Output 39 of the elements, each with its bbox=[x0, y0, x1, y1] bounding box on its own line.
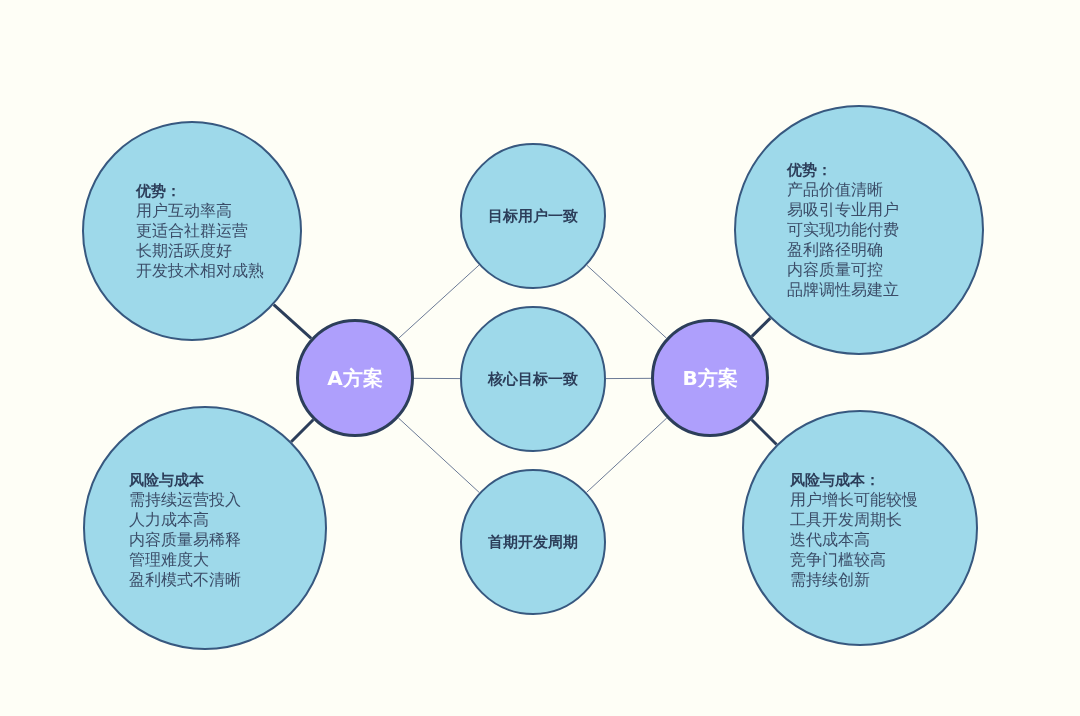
connector-line bbox=[605, 377, 652, 380]
list-item: 管理难度大 bbox=[129, 550, 209, 570]
connector-line bbox=[750, 317, 772, 338]
list-item: 内容质量易稀释 bbox=[129, 530, 241, 550]
list-item: 内容质量可控 bbox=[787, 260, 883, 280]
list-item: 易吸引专业用户 bbox=[787, 200, 899, 220]
list-item: 盈利路径明确 bbox=[787, 240, 883, 260]
connector-line bbox=[586, 417, 668, 493]
list-item: 长期活跃度好 bbox=[136, 241, 232, 261]
list-item: 需持续创新 bbox=[790, 570, 870, 590]
connector-line bbox=[290, 418, 315, 443]
section-heading: 优势： bbox=[787, 160, 832, 180]
section-heading: 风险与成本： bbox=[790, 470, 880, 490]
list-item: 产品价值清晰 bbox=[787, 180, 883, 200]
list-item: 品牌调性易建立 bbox=[787, 280, 899, 300]
node-label: 目标用户一致 bbox=[488, 206, 578, 226]
list-item: 盈利模式不清晰 bbox=[129, 570, 241, 590]
section-heading: 优势： bbox=[136, 181, 181, 201]
section-heading: 风险与成本 bbox=[129, 470, 204, 490]
connector-line bbox=[397, 417, 480, 494]
list-item: 用户互动率高 bbox=[136, 201, 232, 221]
list-item: 可实现功能付费 bbox=[787, 220, 899, 240]
list-item: 用户增长可能较慢 bbox=[790, 490, 918, 510]
list-item: 工具开发周期长 bbox=[790, 510, 902, 530]
node-label: B方案 bbox=[682, 368, 738, 388]
list-item: 需持续运营投入 bbox=[129, 490, 241, 510]
connector-line bbox=[398, 264, 480, 339]
connector-line bbox=[272, 303, 313, 340]
connector-line bbox=[750, 418, 778, 446]
list-item: 更适合社群运营 bbox=[136, 221, 248, 241]
connector-line bbox=[586, 264, 667, 339]
node-label: 核心目标一致 bbox=[488, 369, 578, 389]
connector-line bbox=[413, 377, 461, 380]
node-label: 首期开发周期 bbox=[488, 532, 578, 552]
list-item: 迭代成本高 bbox=[790, 530, 870, 550]
list-item: 人力成本高 bbox=[129, 510, 209, 530]
node-label: A方案 bbox=[327, 368, 383, 388]
list-item: 竞争门槛较高 bbox=[790, 550, 886, 570]
list-item: 开发技术相对成熟 bbox=[136, 261, 264, 281]
